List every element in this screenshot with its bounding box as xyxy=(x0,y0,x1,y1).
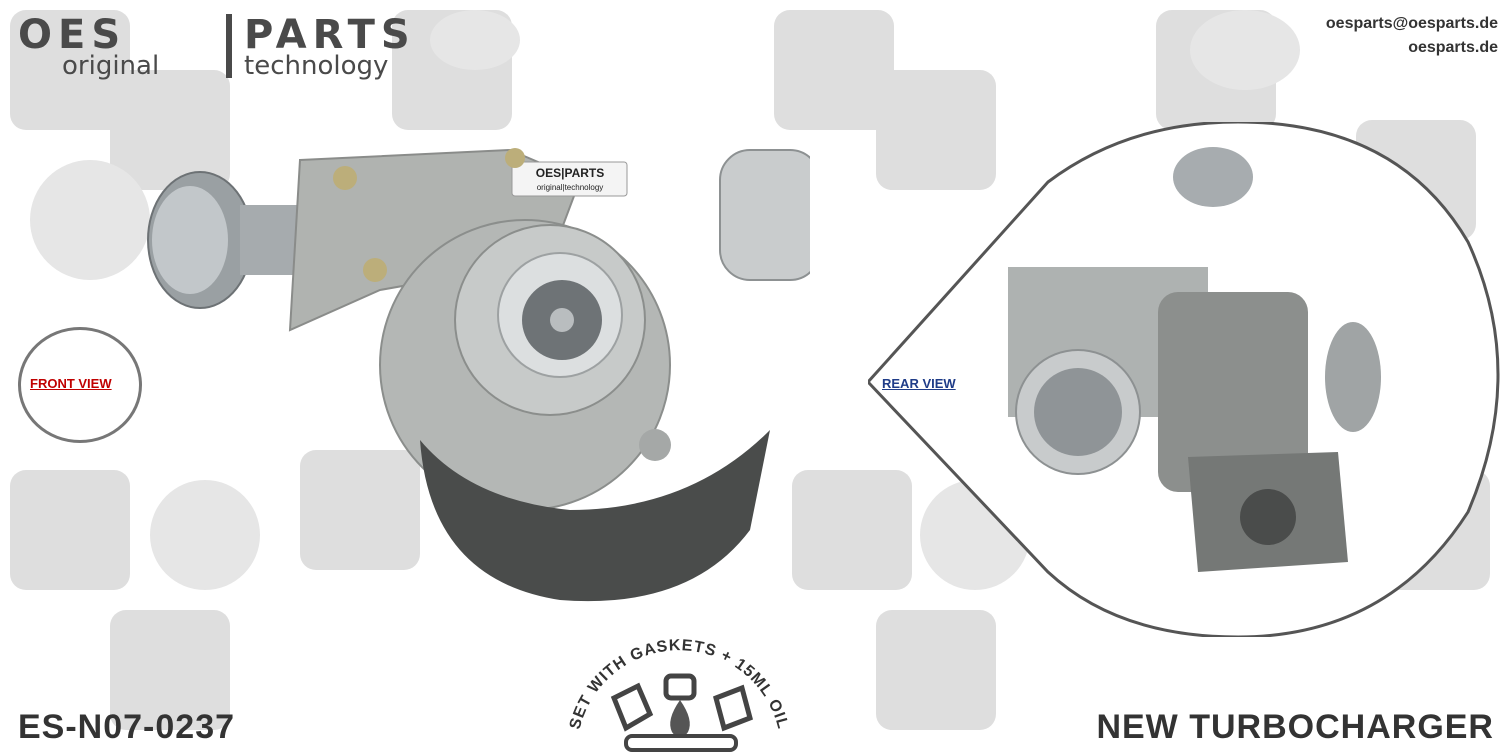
contact-email[interactable]: oesparts@oesparts.de xyxy=(1325,15,1498,32)
part-number: ES-N07-0237 xyxy=(18,708,236,746)
brand-logo: OES PARTS original technology xyxy=(18,12,518,82)
svg-text:technology: technology xyxy=(244,51,388,81)
svg-text:original: original xyxy=(62,51,159,81)
front-view-bubble xyxy=(18,327,142,443)
logo-graphic: OES PARTS original technology xyxy=(18,12,416,81)
rear-view-label[interactable]: REAR VIEW xyxy=(882,376,956,391)
bg-circle xyxy=(430,10,520,70)
svg-text:PARTS: PARTS xyxy=(244,12,416,58)
bg-circle xyxy=(1190,10,1300,90)
turbocharger-front-image: OES|PARTS original|technology xyxy=(147,148,810,602)
bg-tile xyxy=(876,70,996,190)
contact-info: oesparts@oesparts.de oesparts.de xyxy=(1326,12,1498,60)
front-view-label[interactable]: FRONT VIEW xyxy=(30,376,112,391)
rear-view-bubble xyxy=(868,122,1500,637)
svg-text:OES|PARTS: OES|PARTS xyxy=(536,166,604,180)
gasket-oil-badge: SET WITH GASKETS + 15ML OIL xyxy=(567,637,790,752)
svg-text:OES: OES xyxy=(18,12,126,58)
bg-tile xyxy=(876,610,996,730)
bg-tile xyxy=(10,470,130,590)
svg-text:original|technology: original|technology xyxy=(537,183,604,192)
product-title: NEW TURBOCHARGER xyxy=(1096,708,1494,746)
bg-tile xyxy=(300,450,420,570)
bg-tile xyxy=(774,10,894,130)
bg-circle xyxy=(30,160,150,280)
bg-tile xyxy=(110,70,230,190)
bg-circle xyxy=(150,480,260,590)
bg-tile xyxy=(110,610,230,730)
contact-website[interactable]: oesparts.de xyxy=(1408,39,1498,56)
bg-tile xyxy=(792,470,912,590)
